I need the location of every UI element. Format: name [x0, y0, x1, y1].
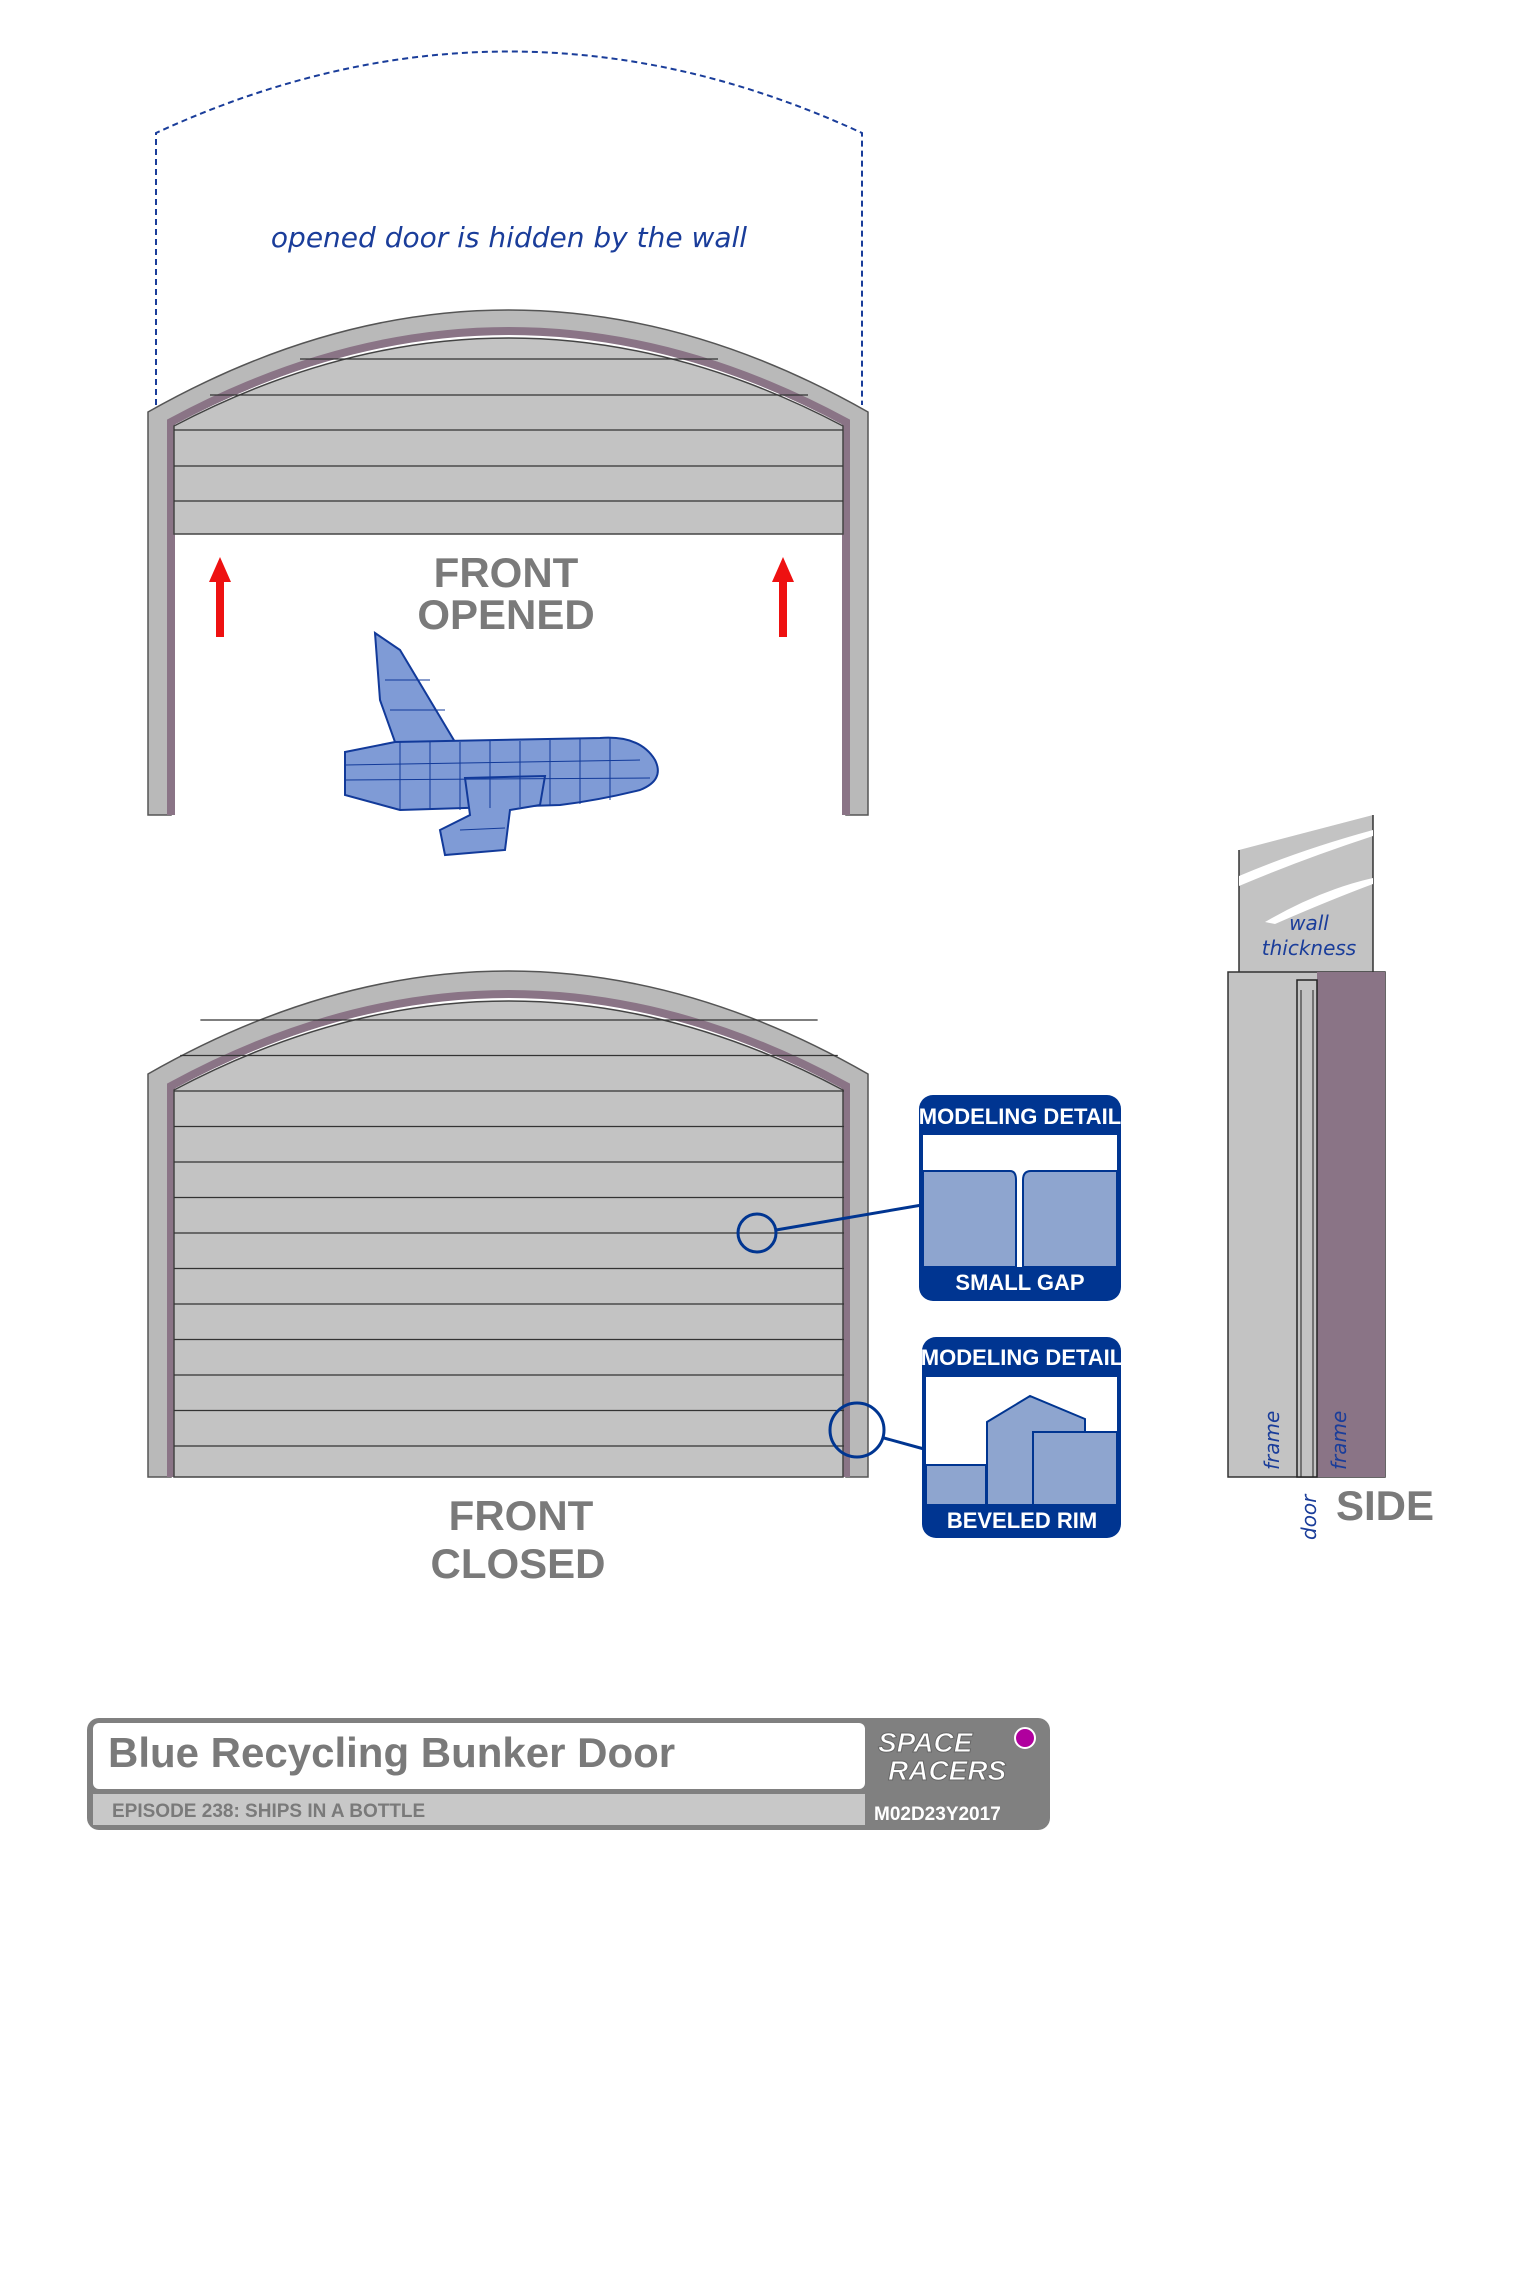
- title-text: Blue Recycling Bunker Door: [108, 1729, 675, 1776]
- detail-caption: SMALL GAP: [955, 1270, 1084, 1295]
- svg-text:RACERS: RACERS: [888, 1755, 1007, 1786]
- front-closed-label-1: FRONT: [449, 1492, 594, 1539]
- space-racers-logo: SPACE RACERS: [878, 1727, 1008, 1787]
- subtitle-text: EPISODE 238: SHIPS IN A BOTTLE: [112, 1801, 425, 1822]
- wall-thickness-label-1: wall: [1289, 911, 1329, 935]
- detail-callout-circle: [736, 1212, 778, 1254]
- side-label: SIDE: [1336, 1482, 1434, 1529]
- date-text: M02D23Y2017: [874, 1804, 1001, 1825]
- door-label: door: [1297, 1493, 1321, 1540]
- svg-text:SPACE: SPACE: [878, 1727, 974, 1758]
- up-arrow-icon: [209, 557, 231, 637]
- side-view: wall thickness frame frame door: [1227, 815, 1386, 1540]
- title-block: Blue Recycling Bunker Door EPISODE 238: …: [87, 1718, 1050, 1830]
- frame-label: frame: [1260, 1411, 1284, 1470]
- detail-caption: BEVELED RIM: [947, 1508, 1097, 1533]
- front-opened-label-2: OPENED: [417, 591, 594, 638]
- spaceship-model: [344, 631, 659, 857]
- front-opened-label-1: FRONT: [434, 549, 579, 596]
- frame-label: frame: [1327, 1411, 1351, 1470]
- up-arrow-icon: [772, 557, 794, 637]
- detail-box-small-gap: MODELING DETAIL SMALL GAP: [919, 1095, 1121, 1301]
- detail-header: MODELING DETAIL: [921, 1345, 1123, 1370]
- status-dot: [1014, 1727, 1036, 1749]
- detail-box-beveled-rim: MODELING DETAIL BEVELED RIM: [921, 1337, 1123, 1538]
- front-closed-door: [147, 970, 869, 1478]
- detail-header: MODELING DETAIL: [919, 1104, 1121, 1129]
- front-opened-door: [147, 309, 869, 816]
- detail-callout-circle: [828, 1401, 886, 1459]
- hidden-door-outline: [155, 50, 863, 405]
- wall-thickness-label-2: thickness: [1262, 936, 1356, 960]
- front-closed-label-2: CLOSED: [430, 1540, 605, 1587]
- hidden-door-note: opened door is hidden by the wall: [271, 221, 747, 254]
